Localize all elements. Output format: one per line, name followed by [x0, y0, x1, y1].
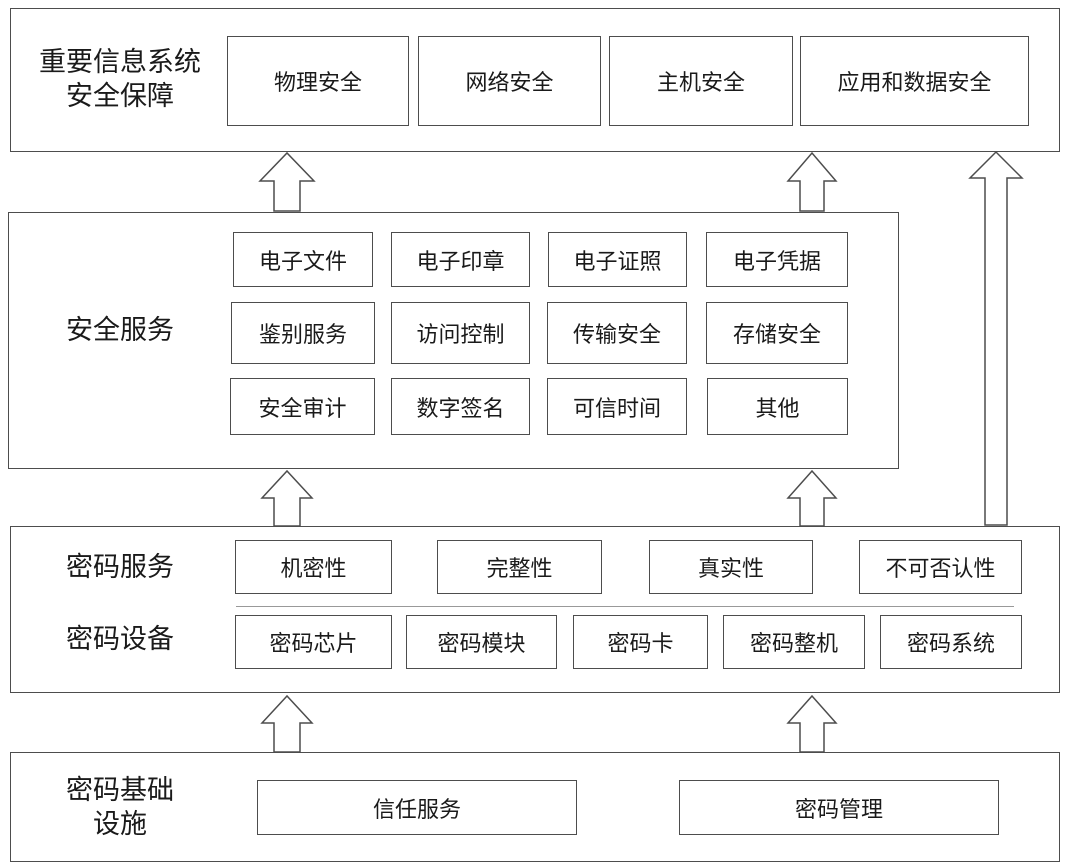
- service-item-e-license: 电子证照: [548, 232, 687, 287]
- arrow-crypto-to-services-right: [786, 469, 838, 527]
- infra-layer-title: 密码基础 设施: [50, 774, 190, 842]
- services-layer-title: 安全服务: [66, 315, 174, 346]
- infra-item-key-management: 密码管理: [679, 780, 999, 835]
- crypto-device-module: 密码模块: [406, 615, 557, 669]
- infra-title-line-2: 设施: [93, 809, 147, 840]
- service-item-e-file: 电子文件: [233, 232, 373, 287]
- protection-title-line-1: 重要信息系统: [39, 47, 201, 78]
- crypto-service-confidentiality: 机密性: [235, 540, 392, 594]
- protection-item-physical: 物理安全: [227, 36, 409, 126]
- service-item-authentication: 鉴别服务: [231, 302, 375, 364]
- crypto-service-integrity: 完整性: [437, 540, 602, 594]
- arrow-services-to-protection-right: [786, 151, 838, 212]
- infra-item-trust-service: 信任服务: [257, 780, 577, 835]
- protection-layer-title: 重要信息系统 安全保障: [30, 46, 210, 114]
- service-item-security-audit: 安全审计: [230, 378, 375, 435]
- protection-item-app-data: 应用和数据安全: [800, 36, 1029, 126]
- arrow-crypto-to-protection: [968, 150, 1024, 526]
- service-item-trusted-time: 可信时间: [547, 378, 687, 435]
- service-item-e-voucher: 电子凭据: [706, 232, 848, 287]
- infra-title-line-1: 密码基础: [66, 775, 174, 806]
- service-item-e-seal: 电子印章: [391, 232, 530, 287]
- service-item-transmission-security: 传输安全: [547, 302, 687, 364]
- crypto-device-machine: 密码整机: [723, 615, 865, 669]
- crypto-layer-divider: [236, 606, 1014, 607]
- arrow-services-to-protection-left: [258, 151, 316, 212]
- crypto-device-system: 密码系统: [880, 615, 1022, 669]
- crypto-service-non-repudiation: 不可否认性: [859, 540, 1022, 594]
- crypto-service-authenticity: 真实性: [649, 540, 813, 594]
- arrow-infra-to-crypto-left: [260, 694, 314, 753]
- protection-item-host: 主机安全: [609, 36, 793, 126]
- crypto-device-card: 密码卡: [573, 615, 708, 669]
- arrow-crypto-to-services-left: [260, 469, 314, 527]
- crypto-service-title: 密码服务: [66, 552, 174, 583]
- service-item-access-control: 访问控制: [391, 302, 530, 364]
- service-item-storage-security: 存储安全: [706, 302, 848, 364]
- service-item-other: 其他: [707, 378, 848, 435]
- crypto-device-chip: 密码芯片: [235, 615, 392, 669]
- arrow-infra-to-crypto-right: [786, 694, 838, 753]
- service-item-digital-signature: 数字签名: [391, 378, 530, 435]
- protection-item-network: 网络安全: [418, 36, 601, 126]
- crypto-device-title: 密码设备: [66, 624, 174, 655]
- protection-title-line-2: 安全保障: [66, 81, 174, 112]
